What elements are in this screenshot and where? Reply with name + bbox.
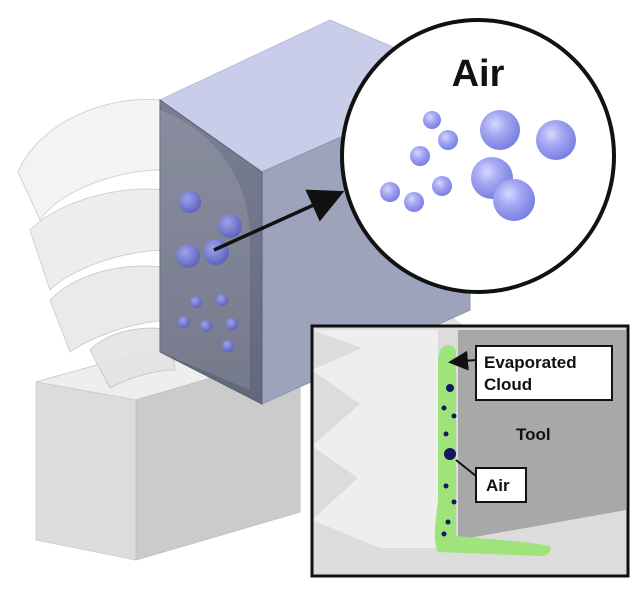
workpiece-front bbox=[35, 381, 137, 561]
air-callout-label: Air bbox=[486, 476, 510, 495]
bubble bbox=[226, 318, 238, 330]
air-dot bbox=[445, 519, 451, 525]
evaporated-callout-box bbox=[475, 345, 613, 401]
air-dot bbox=[444, 448, 456, 460]
air-dot bbox=[451, 499, 457, 505]
zoom-bubbles bbox=[380, 110, 576, 221]
air-dot bbox=[443, 483, 449, 489]
bubble bbox=[190, 296, 202, 308]
inset-cross-section: Evaporated Cloud Tool Air bbox=[310, 324, 630, 578]
bubble bbox=[222, 340, 234, 352]
bubble bbox=[493, 179, 535, 221]
evaporated-cloud-callout: Evaporated Cloud bbox=[448, 345, 613, 401]
bubble bbox=[380, 182, 400, 202]
bubble bbox=[438, 130, 458, 150]
zoom-circle: Air bbox=[340, 18, 616, 294]
evaporated-callout-line2: Cloud bbox=[484, 375, 532, 394]
bubble bbox=[178, 316, 190, 328]
inset-air-dots bbox=[441, 384, 457, 537]
bubble bbox=[218, 214, 242, 238]
air-callout-box bbox=[475, 467, 527, 503]
bubble bbox=[536, 120, 576, 160]
inset-border bbox=[310, 324, 630, 578]
evaporated-callout-leader bbox=[448, 350, 477, 371]
air-dot bbox=[451, 413, 457, 419]
bubble bbox=[216, 294, 228, 306]
air-callout: Air bbox=[455, 459, 527, 503]
bubble bbox=[404, 192, 424, 212]
tool-label: Tool bbox=[516, 425, 551, 444]
inset-chip bbox=[312, 330, 438, 548]
zoom-circle-frame bbox=[340, 18, 616, 294]
bubble bbox=[480, 110, 520, 150]
bubble bbox=[432, 176, 452, 196]
air-dot bbox=[441, 405, 447, 411]
zoom-circle-title: Air bbox=[452, 53, 505, 95]
bubble bbox=[176, 244, 200, 268]
evaporated-callout-line1: Evaporated bbox=[484, 353, 577, 372]
chips bbox=[17, 98, 176, 389]
face-bubbles bbox=[176, 191, 242, 352]
bubble bbox=[423, 111, 441, 129]
air-dot bbox=[443, 431, 449, 437]
bubble bbox=[200, 320, 212, 332]
bubble bbox=[179, 191, 201, 213]
bubble bbox=[410, 146, 430, 166]
bubble bbox=[203, 239, 229, 265]
zoom-arrow bbox=[213, 189, 345, 252]
air-callout-leader bbox=[455, 459, 477, 477]
inset-evaporated-cloud bbox=[434, 345, 551, 556]
air-dot bbox=[441, 531, 447, 537]
air-dot bbox=[446, 384, 454, 392]
